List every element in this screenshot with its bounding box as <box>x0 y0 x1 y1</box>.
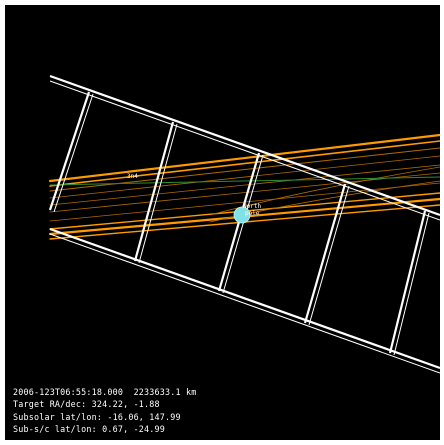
ring-path <box>49 140 440 187</box>
fov-divider <box>308 185 350 326</box>
ring-path <box>48 133 440 183</box>
fov-divider <box>222 154 264 294</box>
orbit-label: 3n4 <box>127 173 138 180</box>
ring-path <box>209 166 440 216</box>
body-label-bottom: pole <box>245 210 260 217</box>
target-body[interactable]: North pole <box>233 203 261 224</box>
fov-divider <box>303 183 347 324</box>
fov-divider <box>48 91 91 211</box>
fov-divider <box>53 93 94 213</box>
sky-view-scene: 3n4 North pole <box>48 74 440 374</box>
fov-divider <box>388 210 427 354</box>
sky-view-canvas[interactable]: 3n4 North pole 2006-123T06:55:18.000 223… <box>5 5 440 440</box>
subspacecraft-readout: Sub-s/c lat/lon: 0.67, -24.99 <box>13 423 166 434</box>
body-label-top: North <box>243 203 261 210</box>
fov-divider <box>138 123 178 264</box>
fov-divider <box>393 212 430 356</box>
ring-path <box>49 155 440 199</box>
target-radec-readout: Target RA/dec: 324.22, -1.88 <box>13 399 160 410</box>
ring-path <box>49 147 440 192</box>
time-range-readout: 2006-123T06:55:18.000 2233633.1 km <box>13 387 197 397</box>
target-body-disk <box>233 206 251 224</box>
info-readout: 2006-123T06:55:18.000 2233633.1 km Targe… <box>13 386 433 435</box>
subsolar-readout: Subsolar lat/lon: -16.06, 147.99 <box>13 411 181 422</box>
target-orbit-line <box>49 176 440 186</box>
ring-path <box>49 164 440 206</box>
ring-path <box>49 172 440 213</box>
fov-frame <box>48 74 440 374</box>
fov-divider <box>133 121 175 262</box>
